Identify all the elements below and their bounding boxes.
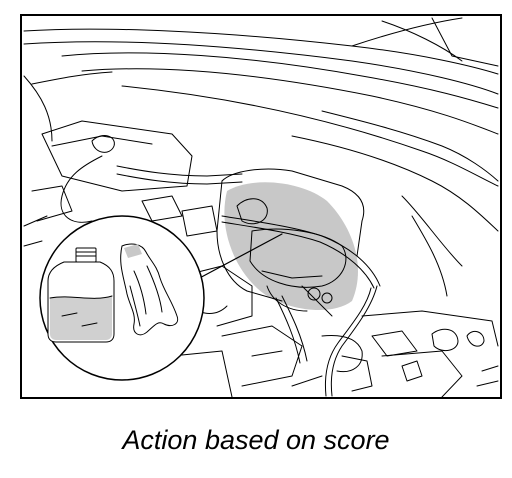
brake-pipes [221,215,381,397]
engine-right [321,195,499,397]
reservoir [216,168,365,317]
shaded-area [224,182,358,311]
cloth-icon [120,243,179,336]
callout-pointer [193,233,283,282]
engine-bay-drawing [23,17,499,397]
bottle-icon [47,247,115,343]
engine-left [23,120,243,247]
lower-area [171,265,323,397]
illustration-frame [20,14,502,399]
callout-circle [39,215,205,381]
hood-lines [23,17,499,232]
caption: Action based on score [122,425,390,455]
